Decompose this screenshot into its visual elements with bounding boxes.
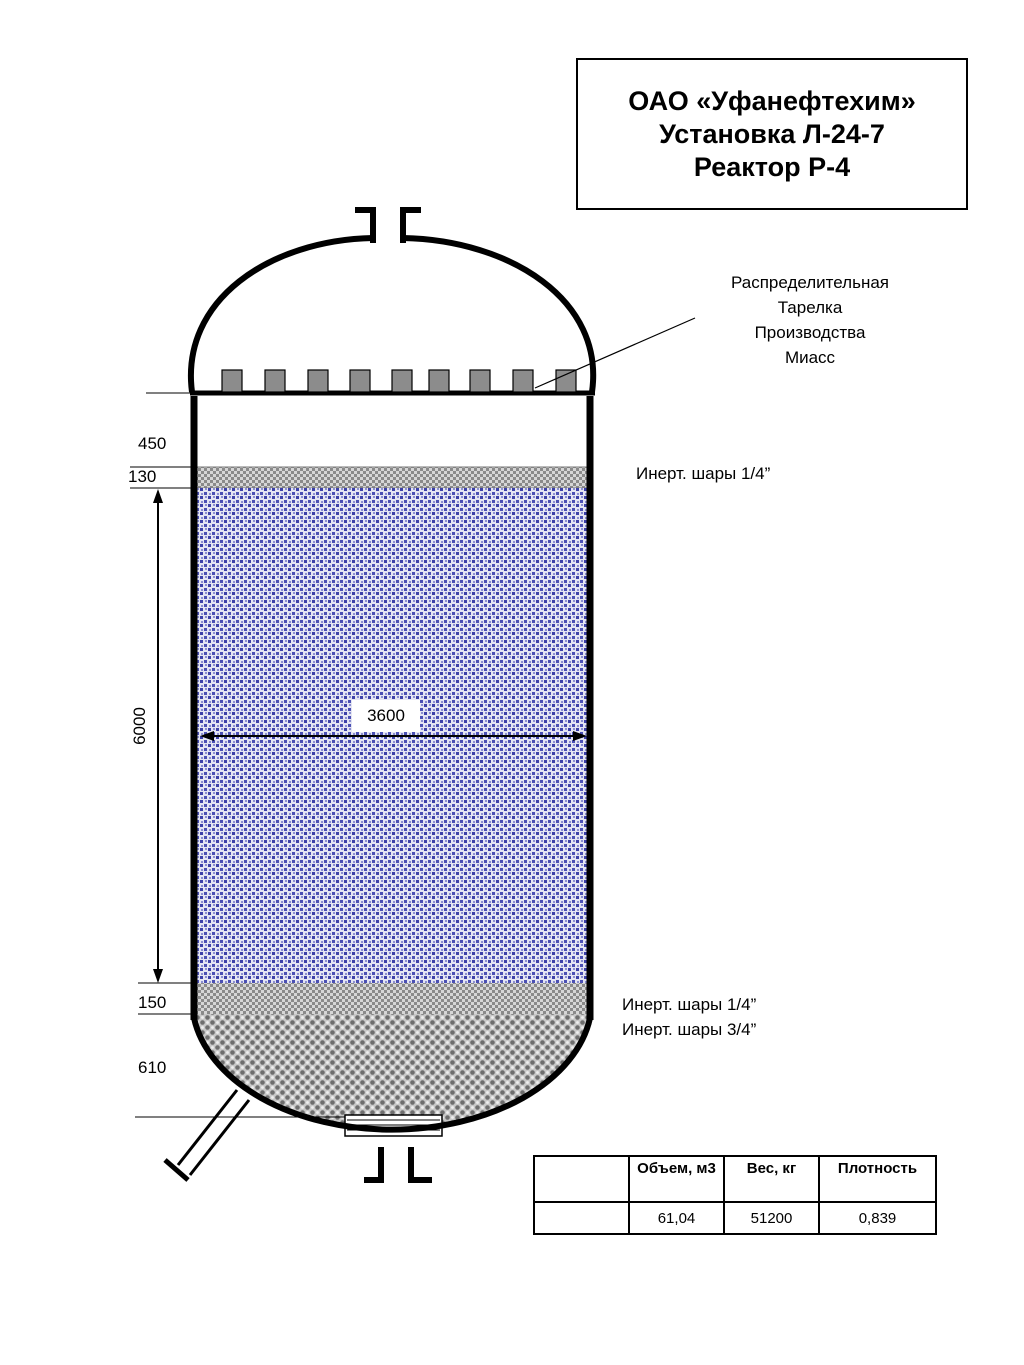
unit-name: Установка Л-24-7 xyxy=(659,118,885,149)
spec-header-row: Объем, м3 Вес, кг Плотность xyxy=(533,1155,937,1203)
company-name: ОАО «Уфанефтехим» xyxy=(628,85,916,116)
spec-value-volume: 61,04 xyxy=(628,1201,725,1235)
dimension-lines xyxy=(130,392,345,1118)
dim-bottom-inert-large: 610 xyxy=(138,1058,167,1077)
reactor-name: Реактор Р-4 xyxy=(693,151,851,182)
dim-top-inert: 130 xyxy=(128,467,157,486)
spec-value-density: 0,839 xyxy=(818,1201,937,1235)
spec-value-blank xyxy=(533,1201,630,1235)
dim-bottom-inert-small: 150 xyxy=(138,993,167,1012)
spec-table: Объем, м3 Вес, кг Плотность 61,04 51200 … xyxy=(533,1155,937,1235)
distributor-label: Распределительная Тарелка Производства М… xyxy=(730,273,889,367)
bottom-inert-small-layer xyxy=(194,983,590,1014)
bottom-dome xyxy=(191,1017,593,1133)
distributor-tray xyxy=(190,317,696,396)
bottom-inert-large-label: Инерт. шары 3/4” xyxy=(622,1020,757,1039)
bed-height-arrow xyxy=(153,489,163,983)
dim-top-gap: 450 xyxy=(138,434,167,453)
spec-value-weight: 51200 xyxy=(723,1201,820,1235)
bottom-nozzle xyxy=(364,1147,432,1183)
bottom-inert-small-label: Инерт. шары 1/4” xyxy=(622,995,757,1014)
top-nozzle xyxy=(355,207,421,243)
top-inert-layer xyxy=(196,466,591,489)
top-dome xyxy=(187,235,597,393)
top-inert-label: Инерт. шары 1/4” xyxy=(636,464,771,483)
spec-header-volume: Объем, м3 xyxy=(628,1155,725,1203)
spec-value-row: 61,04 51200 0,839 xyxy=(533,1201,937,1235)
title-block: ОАО «Уфанефтехим» Установка Л-24-7 Реакт… xyxy=(576,58,968,210)
spec-header-blank xyxy=(533,1155,630,1203)
diameter-arrow xyxy=(200,731,587,741)
spec-header-weight: Вес, кг xyxy=(723,1155,820,1203)
dim-diameter: 3600 xyxy=(352,700,420,732)
spec-header-density: Плотность xyxy=(818,1155,937,1203)
side-drain-nozzle xyxy=(163,1089,251,1182)
dim-bed-height: 6000 xyxy=(130,707,149,745)
